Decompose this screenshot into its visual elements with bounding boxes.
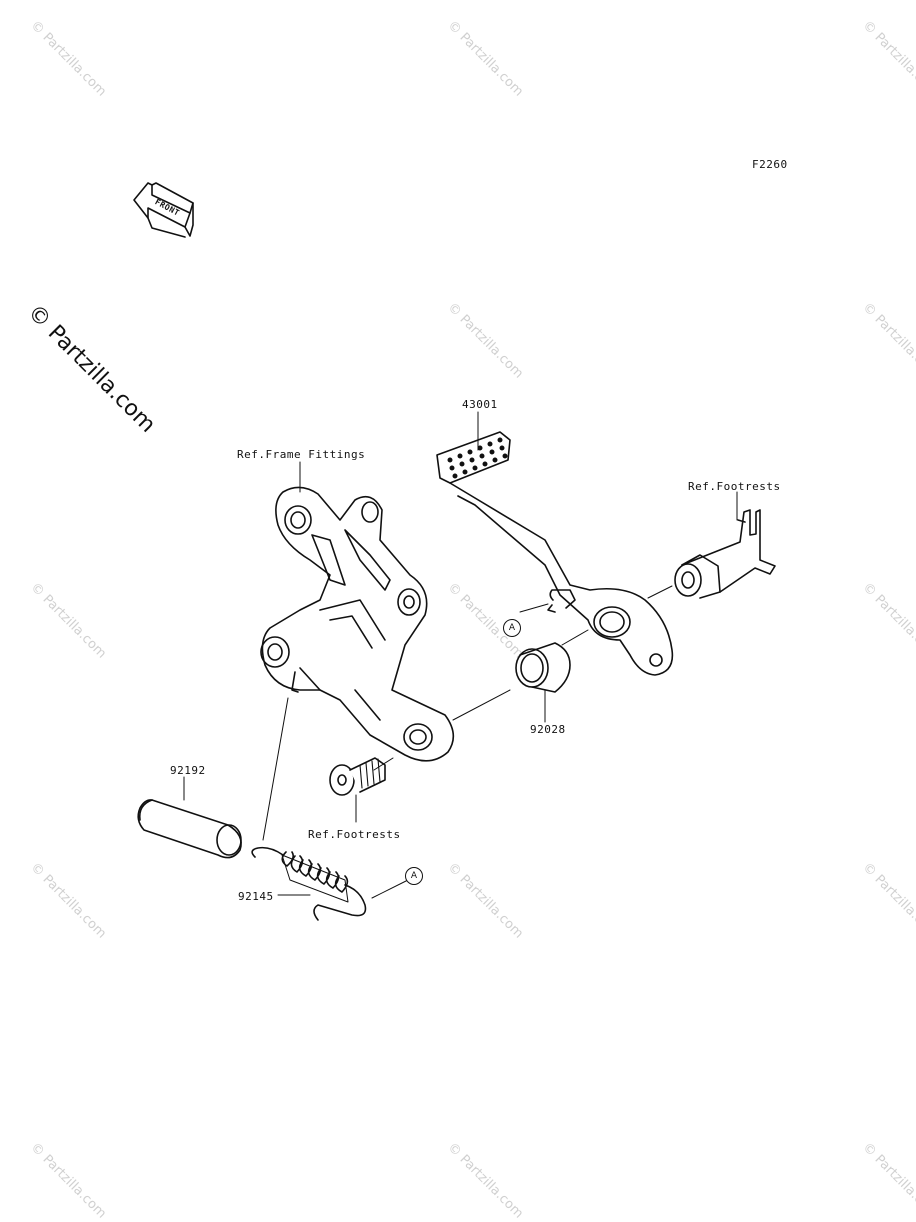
bushing [515,642,571,693]
part-number-92192: 92192 [170,764,206,777]
ref-footrests-label: Ref.Footrests [308,828,401,841]
collar [137,799,242,859]
part-number-43001: 43001 [462,398,498,411]
ref-footrests-label: Ref.Footrests [688,480,781,493]
front-arrow-icon [133,182,194,238]
pedal-pivot-shaft [674,509,776,599]
callout-marker: A [405,867,423,885]
ref-frame-fittings-label: Ref.Frame Fittings [237,448,366,461]
callout-marker: A [503,619,521,637]
frame-bracket [260,486,455,762]
figure-code: F2260 [752,158,788,171]
brake-pedal [436,431,674,676]
return-spring [251,846,367,921]
leader-lines [183,411,738,899]
part-number-92145: 92145 [238,890,274,903]
part-number-92028: 92028 [530,723,566,736]
pivot-bolt [329,757,386,796]
